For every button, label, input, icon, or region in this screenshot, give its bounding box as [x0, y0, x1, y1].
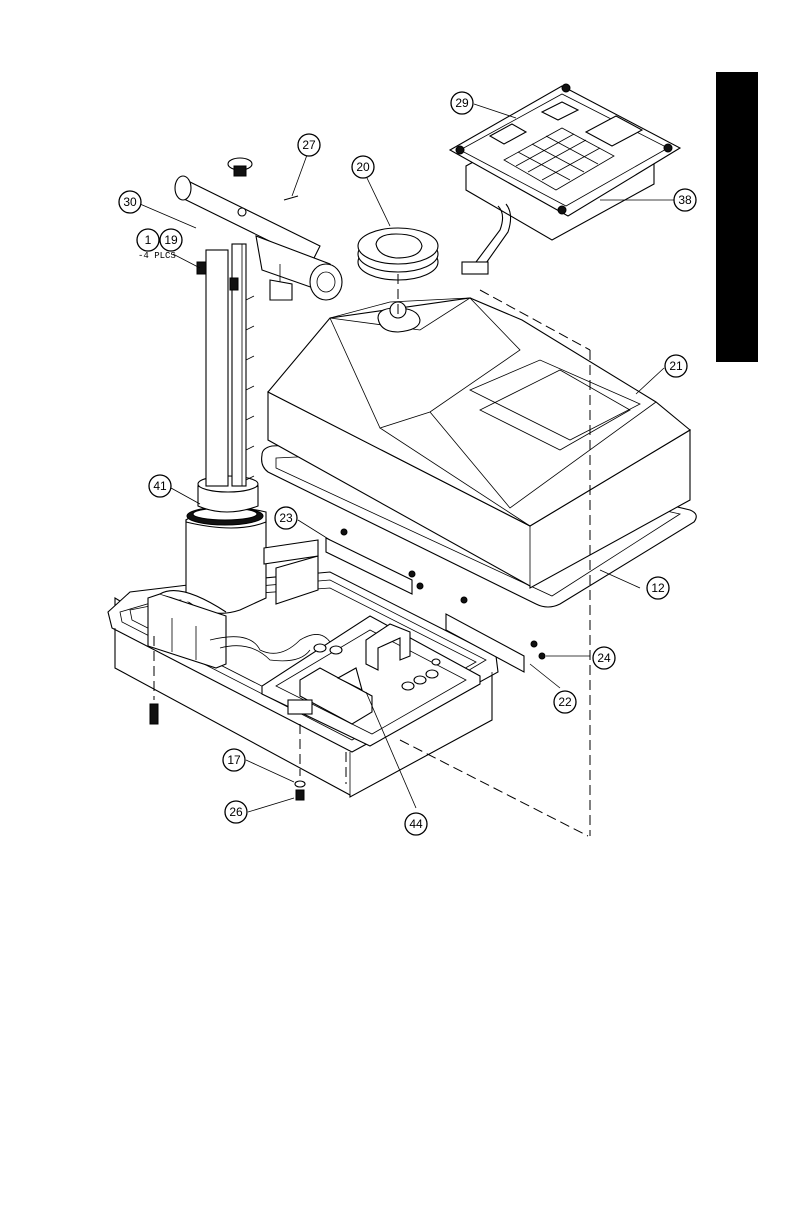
svg-text:44: 44	[409, 817, 423, 831]
svg-text:41: 41	[153, 479, 167, 493]
callout-12: 12	[647, 577, 669, 599]
svg-text:30: 30	[123, 195, 137, 209]
callout-21: 21	[665, 355, 687, 377]
svg-text:26: 26	[229, 805, 243, 819]
svg-text:1: 1	[145, 233, 152, 247]
callout-24: 24	[593, 647, 615, 669]
ring-20	[358, 228, 438, 280]
callout-19: 19	[160, 229, 182, 251]
svg-text:23: 23	[279, 511, 293, 525]
callout-44: 44	[405, 813, 427, 835]
callout-30: 30	[119, 191, 141, 213]
callout-38: 38	[674, 189, 696, 211]
svg-text:19: 19	[164, 233, 178, 247]
svg-text:38: 38	[678, 193, 692, 207]
svg-text:27: 27	[302, 138, 316, 152]
quantity-note: -4 PLCS	[138, 251, 176, 261]
keypad-assembly	[450, 84, 680, 274]
svg-text:17: 17	[227, 753, 241, 767]
callout-41: 41	[149, 475, 171, 497]
callout-23: 23	[275, 507, 297, 529]
callout-1: 1	[137, 229, 159, 251]
svg-text:22: 22	[558, 695, 572, 709]
callout-27: 27	[298, 134, 320, 156]
callout-22: 22	[554, 691, 576, 713]
svg-text:12: 12	[651, 581, 665, 595]
svg-text:29: 29	[455, 96, 469, 110]
svg-text:20: 20	[356, 160, 370, 174]
callout-26: 26	[225, 801, 247, 823]
callout-20: 20	[352, 156, 374, 178]
svg-text:24: 24	[597, 651, 611, 665]
callout-17: 17	[223, 749, 245, 771]
callout-29: 29	[451, 92, 473, 114]
svg-text:21: 21	[669, 359, 683, 373]
